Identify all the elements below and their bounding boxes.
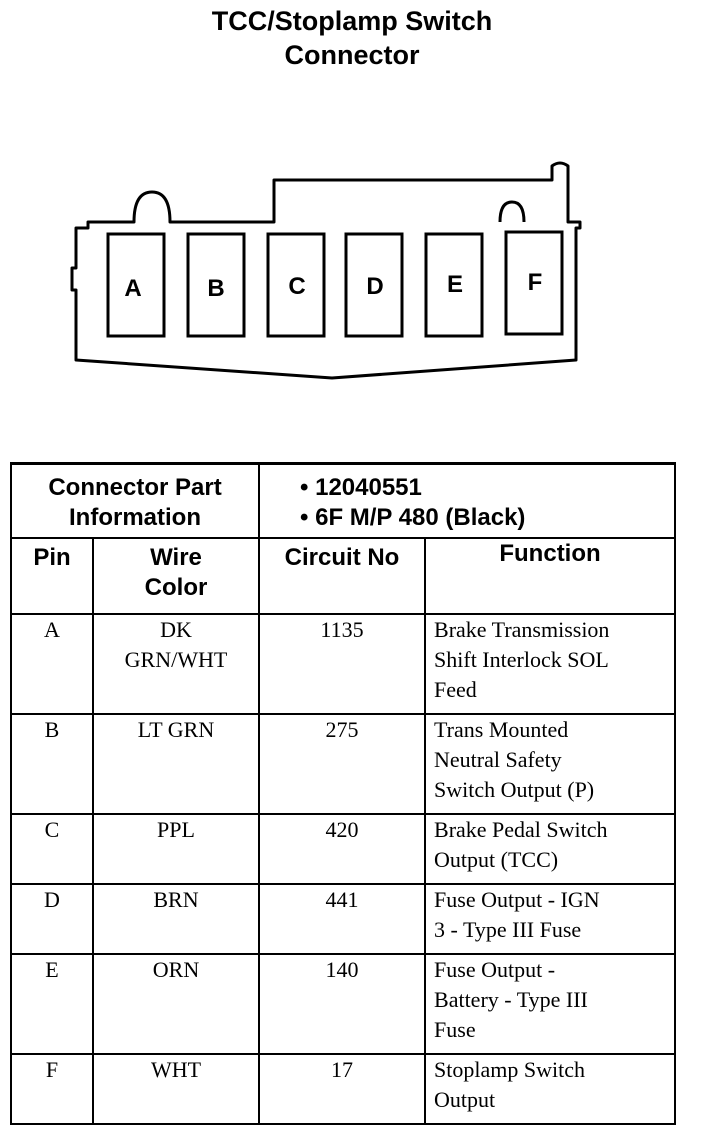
- pin-cell: A: [10, 612, 94, 715]
- connector-drawing: A B C D E F: [70, 161, 582, 380]
- table-row: C PPL 420 Brake Pedal Switch Output (TCC…: [10, 812, 677, 885]
- part-info-label: Connector Part Information: [9, 462, 261, 539]
- pin-label-d: D: [366, 273, 383, 300]
- title-line-2: Connector: [284, 40, 420, 70]
- part-info-label-line-1: Connector Part: [48, 474, 222, 501]
- wire-line: PPL: [157, 816, 195, 842]
- function-cell: Trans Mounted Neutral Safety Switch Outp…: [424, 712, 677, 815]
- circuit-cell: 420: [258, 812, 427, 885]
- pin-cell: D: [10, 882, 94, 955]
- wire-color-cell: BRN: [91, 882, 261, 955]
- header-wire-line-1: Wire: [150, 543, 202, 571]
- function-line: Brake Pedal Switch: [434, 816, 608, 842]
- function-line: Battery - Type III: [434, 986, 588, 1012]
- connector-outline: [70, 161, 582, 380]
- function-line: Fuse Output -: [434, 956, 556, 982]
- pin-cell: B: [10, 712, 94, 815]
- pin-label-a: A: [124, 275, 141, 302]
- header-pin: Pin: [10, 536, 94, 615]
- part-info-row: Connector Part Information 12040551 6F M…: [9, 462, 677, 539]
- function-line: Brake Transmission: [434, 616, 610, 642]
- pin-label-b: B: [207, 275, 224, 302]
- circuit-cell: 140: [258, 952, 427, 1055]
- function-line: 3 - Type III Fuse: [434, 916, 582, 942]
- wire-line: DK: [160, 616, 192, 642]
- function-line: Output: [434, 1086, 496, 1112]
- function-line: Fuse: [434, 1016, 476, 1042]
- function-line: Trans Mounted: [434, 716, 569, 742]
- connector-latch: [498, 200, 526, 223]
- wire-color-cell: ORN: [91, 952, 261, 1055]
- circuit-cell: 17: [258, 1052, 427, 1125]
- pin-cell: E: [10, 952, 94, 1055]
- pin-cell: C: [10, 812, 94, 885]
- table-row: A DK GRN/WHT 1135 Brake Transmission Shi…: [10, 612, 677, 715]
- function-cell: Brake Transmission Shift Interlock SOL F…: [424, 612, 677, 715]
- table-row: B LT GRN 275 Trans Mounted Neutral Safet…: [10, 712, 677, 815]
- header-wire-color: Wire Color: [91, 536, 261, 615]
- diagram-title: TCC/Stoplamp Switch Connector: [0, 4, 704, 72]
- wire-line: LT GRN: [137, 716, 215, 742]
- table-row: F WHT 17 Stoplamp Switch Output: [10, 1052, 677, 1125]
- pin-cell: F: [10, 1052, 94, 1125]
- pin-label-f: F: [528, 269, 543, 296]
- function-line: Stoplamp Switch: [434, 1056, 585, 1082]
- wire-color-cell: PPL: [91, 812, 261, 885]
- pin-cavities: [106, 230, 564, 338]
- pin-label-e: E: [447, 271, 463, 298]
- pin-cavity-e: [424, 232, 484, 338]
- function-line: Switch Output (P): [434, 776, 595, 802]
- function-cell: Stoplamp Switch Output: [424, 1052, 677, 1125]
- header-row: Pin Wire Color Circuit No Function: [10, 536, 677, 615]
- wire-color-cell: WHT: [91, 1052, 261, 1125]
- circuit-cell: 441: [258, 882, 427, 955]
- pin-cavity-c: [266, 232, 326, 338]
- pin-cavity-b: [186, 232, 246, 338]
- function-line: Shift Interlock SOL: [434, 646, 609, 672]
- connector-table: Connector Part Information 12040551 6F M…: [9, 462, 677, 1125]
- wire-line: WHT: [150, 1056, 202, 1082]
- function-cell: Fuse Output - IGN 3 - Type III Fuse: [424, 882, 677, 955]
- part-description: 6F M/P 480 (Black): [300, 503, 674, 533]
- table-row: E ORN 140 Fuse Output - Battery - Type I…: [10, 952, 677, 1055]
- wire-line: ORN: [152, 956, 200, 982]
- wire-color-cell: LT GRN: [91, 712, 261, 815]
- function-line: Fuse Output - IGN: [434, 886, 600, 912]
- circuit-cell: 275: [258, 712, 427, 815]
- header-wire-line-2: Color: [144, 573, 208, 601]
- function-cell: Fuse Output - Battery - Type III Fuse: [424, 952, 677, 1055]
- circuit-cell: 1135: [258, 612, 427, 715]
- function-line: Neutral Safety: [434, 746, 562, 772]
- wire-line: BRN: [153, 886, 199, 912]
- pin-cavity-f: [504, 230, 564, 336]
- title-line-1: TCC/Stoplamp Switch: [211, 6, 493, 36]
- part-number: 12040551: [300, 473, 674, 503]
- part-info-values: 12040551 6F M/P 480 (Black): [258, 462, 677, 539]
- header-function: Function: [424, 536, 677, 615]
- function-line: Output (TCC): [434, 846, 559, 872]
- wire-color-cell: DK GRN/WHT: [91, 612, 261, 715]
- part-info-label-line-2: Information: [69, 504, 201, 531]
- pin-label-c: C: [288, 273, 305, 300]
- table-row: D BRN 441 Fuse Output - IGN 3 - Type III…: [10, 882, 677, 955]
- header-circuit: Circuit No: [258, 536, 427, 615]
- wire-line: GRN/WHT: [124, 646, 228, 672]
- pin-cavity-a: [106, 232, 166, 338]
- pin-cavity-d: [344, 232, 404, 338]
- function-line: Feed: [434, 676, 477, 702]
- function-cell: Brake Pedal Switch Output (TCC): [424, 812, 677, 885]
